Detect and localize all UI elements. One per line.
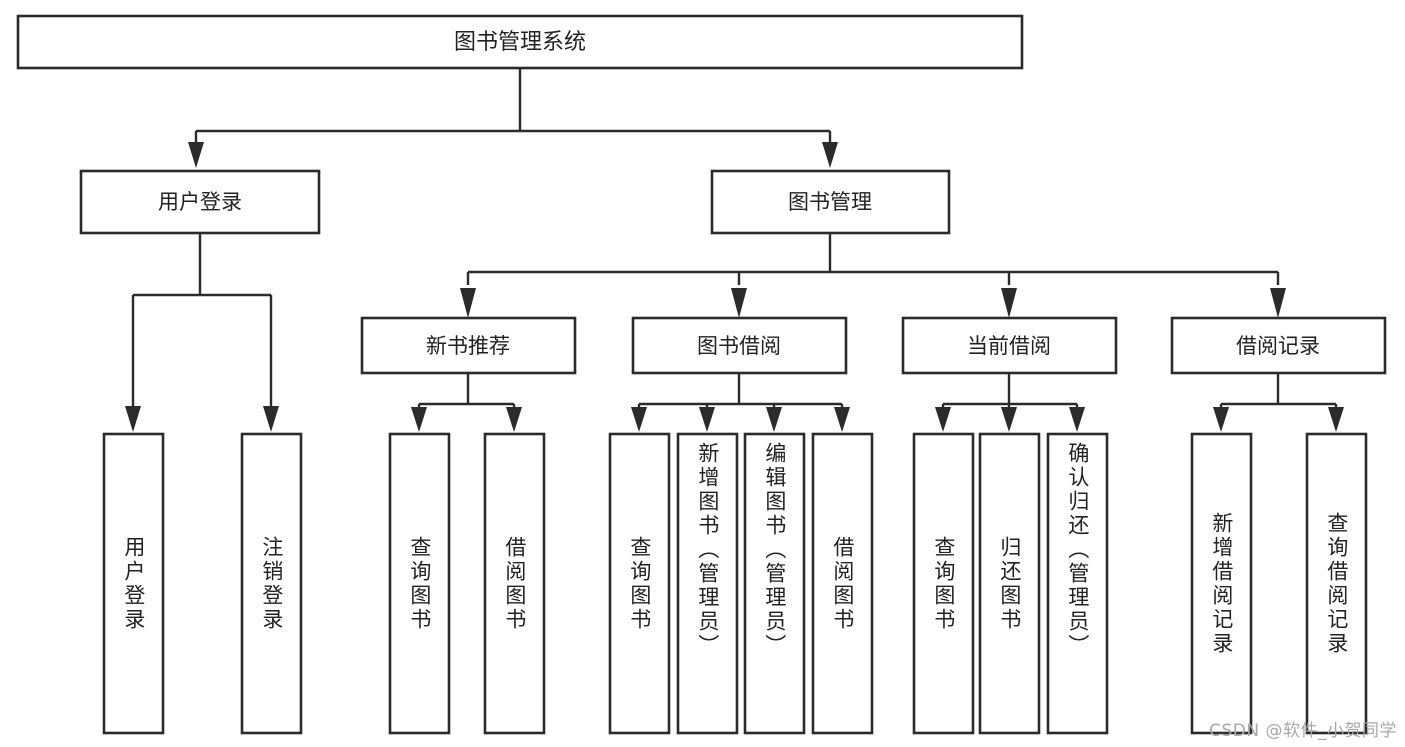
node-box-leaf-query-borrow-record[interactable] bbox=[1305, 432, 1368, 735]
connector-group-bookborrow bbox=[631, 373, 850, 432]
node-label-book-management: 图书管理 bbox=[788, 190, 872, 214]
node-box-leaf-confirm-return-admin[interactable] bbox=[1046, 432, 1109, 735]
node-box-current-borrow[interactable] bbox=[901, 316, 1118, 375]
node-box-new-book-recommend[interactable] bbox=[360, 316, 577, 375]
node-label-new-book-recommend: 新书推荐 bbox=[426, 334, 510, 358]
node-box-user-login[interactable] bbox=[79, 169, 321, 235]
arrow-head-新书推荐 bbox=[460, 288, 476, 318]
node-label-root: 图书管理系统 bbox=[454, 30, 586, 55]
node-box-leaf-return-book[interactable] bbox=[978, 432, 1041, 735]
node-box-root[interactable] bbox=[16, 14, 1024, 70]
node-box-leaf-borrow-book-2[interactable] bbox=[811, 432, 874, 735]
node-box-book-borrow[interactable] bbox=[631, 316, 848, 375]
arrow-head-leaf-确认归还 bbox=[1069, 407, 1085, 432]
arrow-head-leaf-查询图书-3 bbox=[935, 407, 951, 432]
arrow-head-leaf-归还图书 bbox=[1001, 407, 1017, 432]
arrow-head-leaf-查询图书-2 bbox=[631, 407, 647, 432]
node-label-book-borrow: 图书借阅 bbox=[697, 334, 781, 358]
connector-group-userlogin bbox=[125, 233, 279, 432]
node-box-leaf-logout[interactable] bbox=[240, 432, 303, 735]
arrow-head-leaf-编辑图书 bbox=[766, 407, 782, 432]
node-box-leaf-user-login[interactable] bbox=[102, 432, 165, 735]
arrow-head-当前借阅 bbox=[1001, 288, 1017, 318]
node-box-leaf-add-book-admin[interactable] bbox=[676, 432, 739, 735]
connector-group-newbook bbox=[411, 373, 522, 432]
node-box-leaf-query-book-1[interactable] bbox=[388, 432, 451, 735]
node-label-current-borrow: 当前借阅 bbox=[967, 334, 1051, 358]
connector-group-bookmgmt bbox=[460, 233, 1286, 318]
node-box-leaf-query-book-3[interactable] bbox=[912, 432, 975, 735]
arrow-head-leaf-查询图书-1 bbox=[411, 407, 427, 432]
arrow-head-leaf-用户登录 bbox=[125, 406, 141, 432]
node-box-leaf-query-book-2[interactable] bbox=[608, 432, 671, 735]
node-label-borrow-record: 借阅记录 bbox=[1236, 334, 1320, 358]
arrow-head-借阅记录 bbox=[1270, 288, 1286, 318]
arrow-head-bookmgmt bbox=[822, 142, 838, 168]
arrow-head-leaf-新增图书 bbox=[699, 407, 715, 432]
node-label-user-login: 用户登录 bbox=[158, 190, 242, 214]
node-box-leaf-edit-book-admin[interactable] bbox=[743, 432, 806, 735]
watermark-text: CSDN @软件_小贺同学 bbox=[1209, 721, 1397, 741]
node-box-borrow-record[interactable] bbox=[1170, 316, 1387, 375]
arrow-head-图书借阅 bbox=[731, 288, 747, 318]
connector-group-borrowrecord bbox=[1213, 373, 1344, 432]
node-box-leaf-add-borrow-record[interactable] bbox=[1190, 432, 1253, 735]
arrow-head-leaf-新增借阅记录 bbox=[1213, 407, 1229, 432]
arrow-head-leaf-借阅图书-2 bbox=[834, 407, 850, 432]
arrow-head-leaf-查询借阅记录 bbox=[1328, 407, 1344, 432]
node-box-leaf-borrow-book-1[interactable] bbox=[483, 432, 546, 735]
arrow-head-leaf-借阅图书-1 bbox=[506, 407, 522, 432]
connector-group-root bbox=[188, 68, 838, 168]
arrow-head-leaf-注销登录 bbox=[263, 406, 279, 432]
connector-group-currentborrow bbox=[935, 373, 1085, 432]
arrow-head-userlogin bbox=[188, 142, 204, 168]
node-box-book-management[interactable] bbox=[710, 169, 951, 235]
